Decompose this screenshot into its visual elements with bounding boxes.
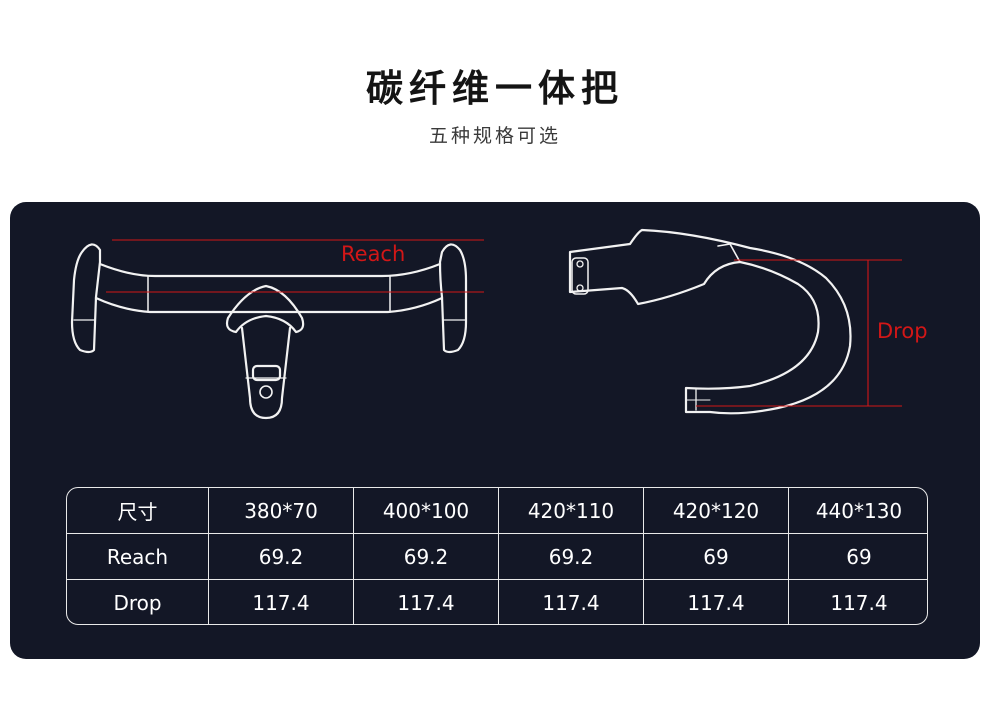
drop-label: Drop [877, 319, 928, 343]
handlebar-drawings [70, 228, 902, 420]
handlebar-front-view [70, 243, 468, 420]
handlebar-side-view [568, 228, 852, 415]
table-cell: 69.2 [354, 534, 499, 580]
table-cell: 69 [644, 534, 789, 580]
table-header-cell: 440*130 [789, 488, 927, 534]
table-cell: 69.2 [209, 534, 354, 580]
table-header-cell: 420*120 [644, 488, 789, 534]
table-cell: 69 [789, 534, 927, 580]
table-row-label: Drop [67, 580, 209, 624]
table-header-cell: 400*100 [354, 488, 499, 534]
reach-label: Reach [341, 242, 406, 266]
table-header-cell: 尺寸 [67, 488, 209, 534]
table-row-label: Reach [67, 534, 209, 580]
table-cell: 117.4 [830, 591, 888, 615]
spec-panel: Reach Drop 尺寸 380*70 400*100 420*110 420… [10, 202, 980, 659]
page-title: 碳纤维一体把 [366, 67, 624, 110]
reach-annotation [106, 239, 484, 293]
table-header-cell: 380*70 [209, 488, 354, 534]
table-header-cell: 420*110 [499, 488, 644, 534]
table-cell: 117.4 [209, 580, 354, 624]
table-cell: 117.4 [644, 580, 789, 624]
table-cell: 117.4 [499, 580, 644, 624]
table-cell: 69.2 [499, 534, 644, 580]
table-cell: 117.4 [354, 580, 499, 624]
spec-table: 尺寸 380*70 400*100 420*110 420*120 440*13… [66, 487, 928, 625]
drop-annotation [696, 259, 902, 407]
page-subtitle: 五种规格可选 [428, 125, 561, 147]
